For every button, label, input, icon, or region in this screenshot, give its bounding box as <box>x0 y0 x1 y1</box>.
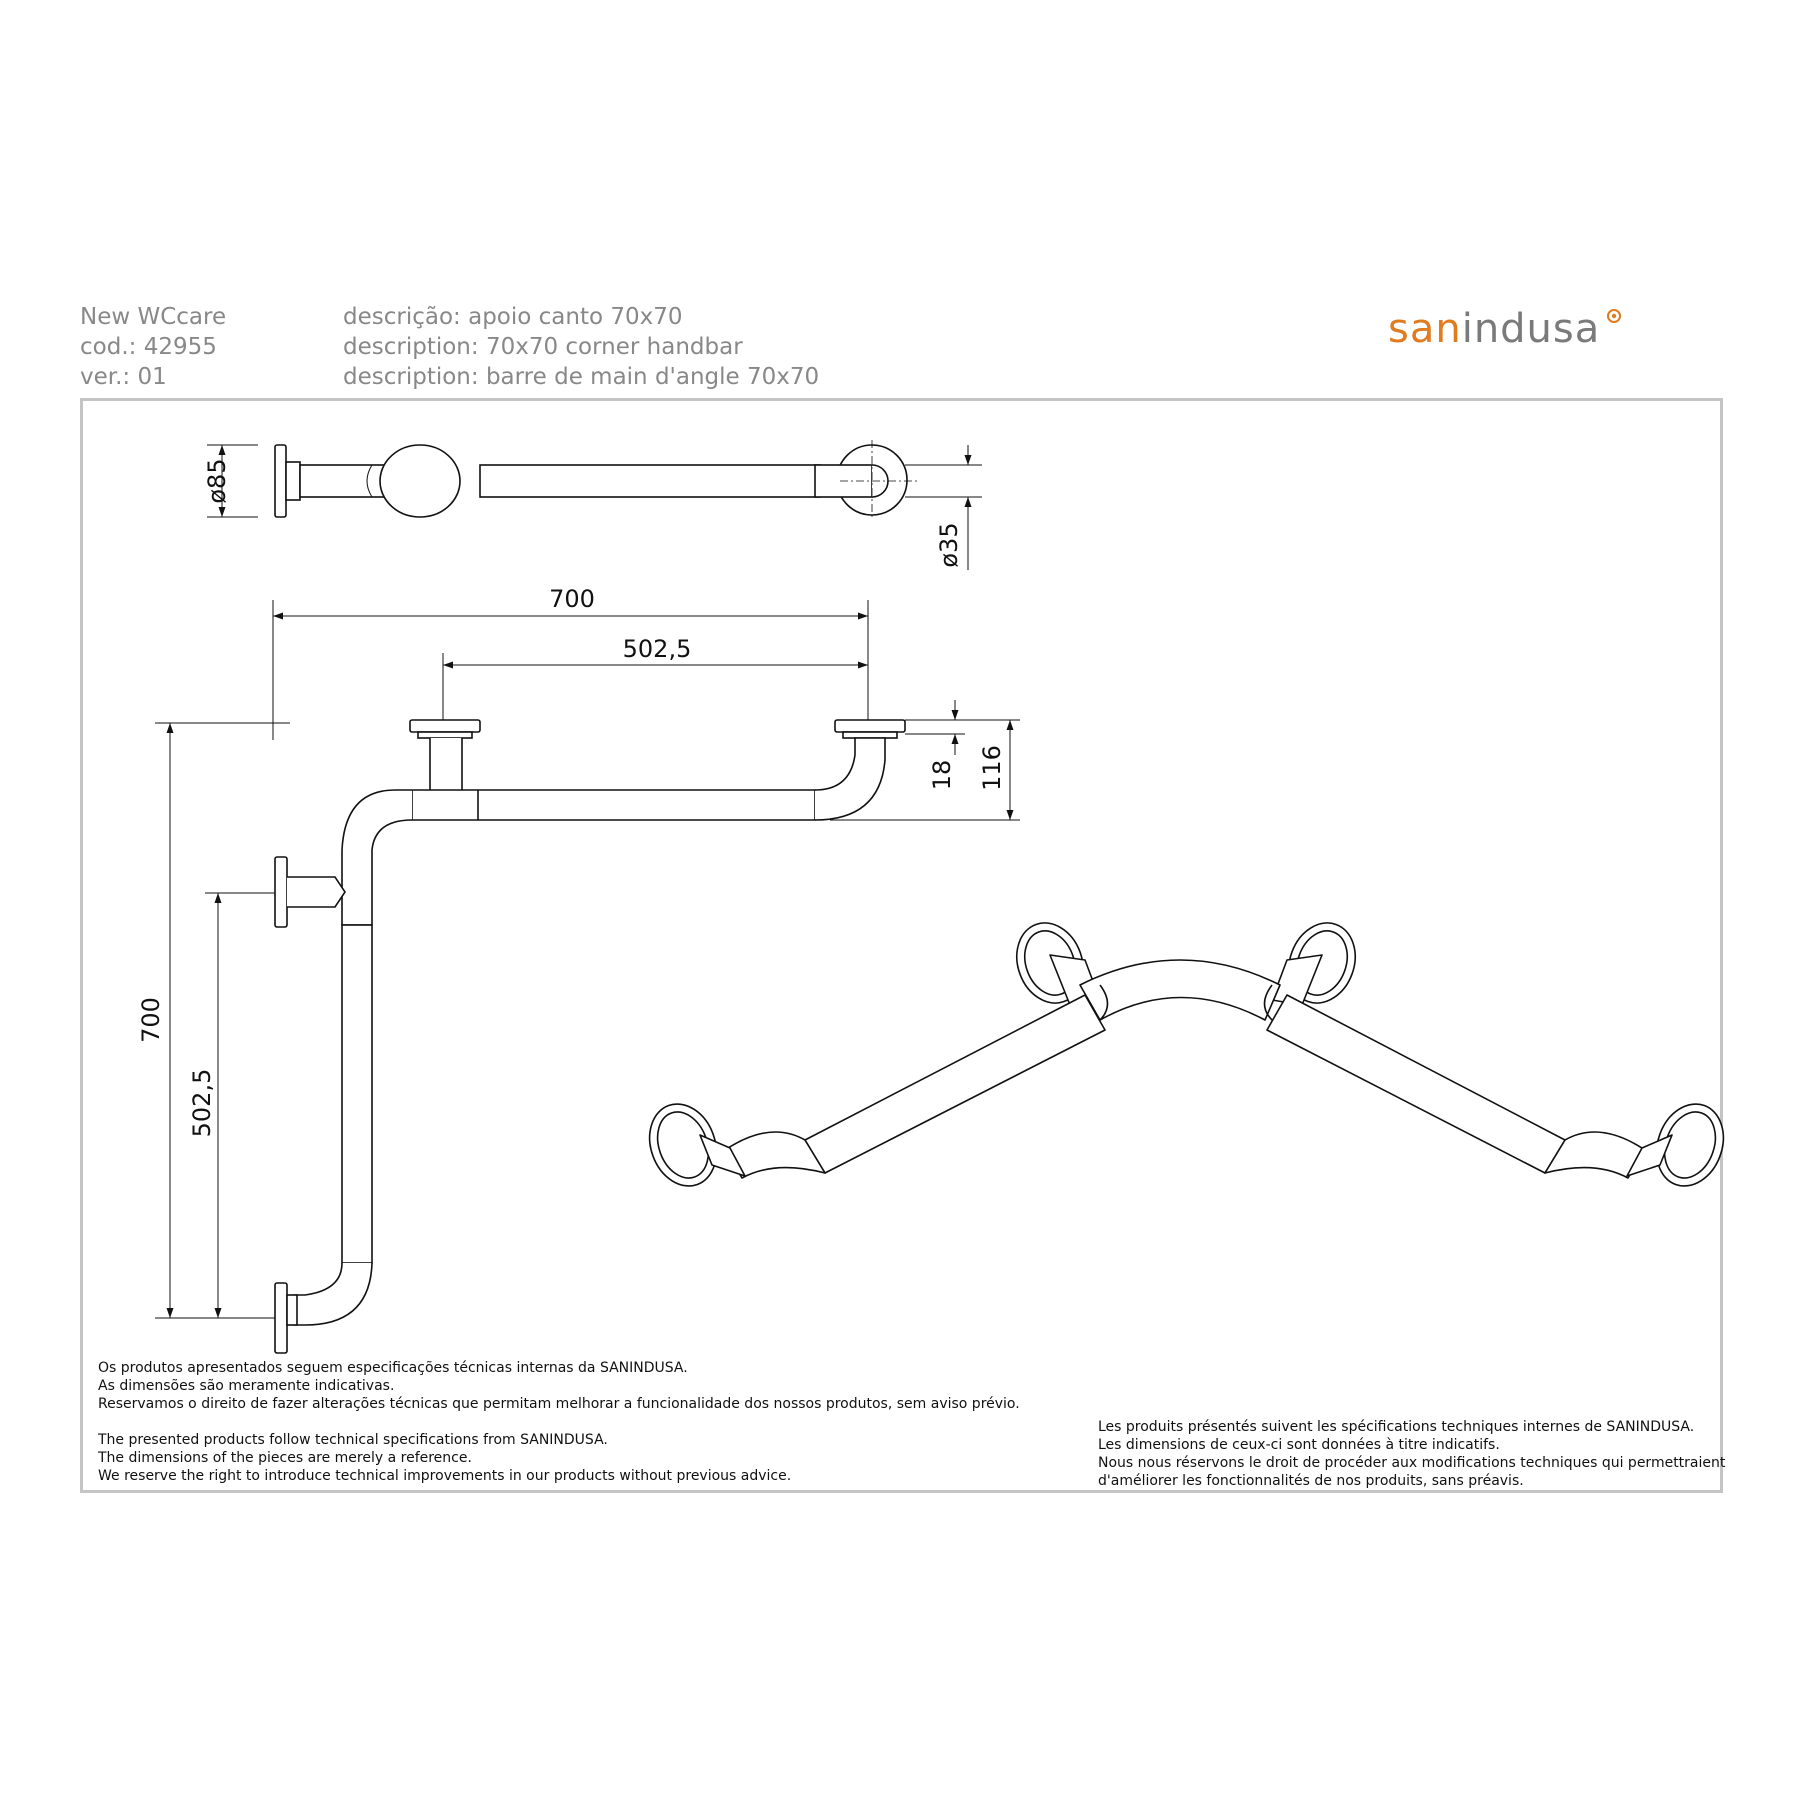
dim-116 <box>830 720 1020 821</box>
disclaimer-pt-line: Reservamos o direito de fazer alterações… <box>98 1396 1020 1412</box>
dim-18 <box>905 700 1020 755</box>
l-view-flange-left-top <box>274 856 288 928</box>
l-shape-view <box>274 719 906 1354</box>
perspective-view <box>648 922 1725 1187</box>
description-fr: description: barre de main d'angle 70x70 <box>343 364 820 390</box>
dim-116-label: 116 <box>978 745 1006 791</box>
dim-top-700-label: 700 <box>549 585 595 613</box>
dim-top-700 <box>272 600 869 740</box>
l-view-flange-right <box>834 719 906 733</box>
disclaimer-fr-line: Nous nous réservons le droit de procéder… <box>1098 1455 1726 1471</box>
dim-left-502-label: 502,5 <box>188 1069 216 1138</box>
dim-left-700 <box>155 722 290 1319</box>
product-name: New WCcare <box>80 304 227 330</box>
top-view-left-flange <box>274 444 287 518</box>
disclaimer-fr-line: d'améliorer les fonctionnalités de nos p… <box>1098 1473 1524 1489</box>
disclaimer-en-line: We reserve the right to introduce techni… <box>98 1468 792 1484</box>
l-view-vertical-bar <box>341 924 373 1264</box>
perspective-corner-joint <box>1079 959 1281 1021</box>
description-pt: descrição: apoio canto 70x70 <box>343 304 683 330</box>
product-code: cod.: 42955 <box>80 334 217 360</box>
top-view-bar-right <box>479 464 821 498</box>
dim-left-502 <box>205 892 275 1318</box>
l-view-flange-center <box>409 719 481 733</box>
disclaimer-en: The presented products follow technical … <box>98 1431 791 1485</box>
disclaimer-fr-line: Les produits présentés suivent les spéci… <box>1098 1419 1695 1435</box>
description-en: description: 70x70 corner handbar <box>343 334 743 360</box>
product-version: ver.: 01 <box>80 364 167 390</box>
drawing-frame <box>80 398 1723 1493</box>
dim-top-502-label: 502,5 <box>623 635 692 663</box>
logo-text-san: san <box>1388 306 1462 352</box>
product-descriptions: descrição: apoio canto 70x70 description… <box>343 302 819 392</box>
dim-18-label: 18 <box>928 760 956 791</box>
dim-d85 <box>207 444 258 518</box>
sanindusa-logo: sanindusa <box>1388 306 1622 352</box>
logo-text-indusa: indusa <box>1461 306 1601 352</box>
logo-mark-icon <box>1607 309 1622 323</box>
disclaimer-en-line: The dimensions of the pieces are merely … <box>98 1450 472 1466</box>
l-view-flange-left-bottom <box>274 1282 288 1354</box>
dim-d35 <box>905 445 982 570</box>
disclaimer-pt-line: As dimensões são meramente indicativas. <box>98 1378 395 1394</box>
perspective-arm-left <box>804 994 1106 1174</box>
dim-top-502 <box>442 653 868 720</box>
disclaimer-pt: Os produtos apresentados seguem especifi… <box>98 1359 1020 1413</box>
product-info: New WCcare cod.: 42955 ver.: 01 <box>80 302 226 392</box>
top-view <box>274 440 918 520</box>
dim-left-700-label: 700 <box>137 997 165 1043</box>
disclaimer-fr: Les produits présentés suivent les spéci… <box>1098 1418 1725 1490</box>
disclaimer-fr-line: Les dimensions de ceux-ci sont données à… <box>1098 1437 1500 1453</box>
disclaimer-pt-line: Os produtos apresentados seguem especifi… <box>98 1360 688 1376</box>
dim-d35-label: ø35 <box>935 522 963 567</box>
perspective-arm-right <box>1266 994 1566 1174</box>
l-view-horizontal-bar <box>412 789 816 821</box>
top-view-center-joint <box>379 444 461 518</box>
disclaimer-en-line: The presented products follow technical … <box>98 1432 608 1448</box>
dim-d85-label: ø85 <box>203 458 231 503</box>
